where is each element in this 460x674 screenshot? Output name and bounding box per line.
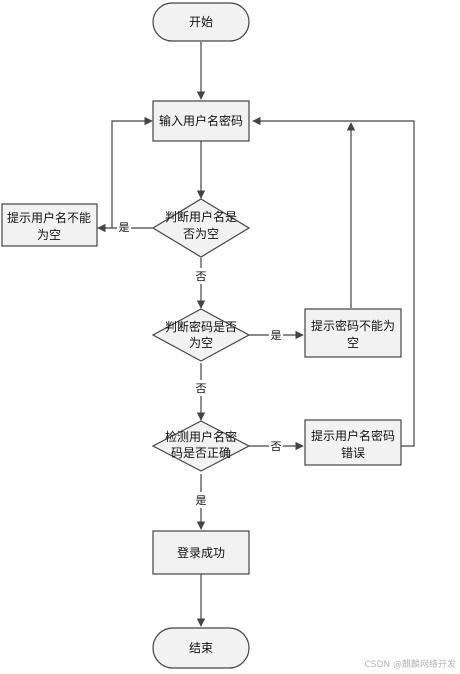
- prompt-wrong-label-2: 错误: [341, 446, 365, 460]
- verify-label-1: 检测用户名密: [165, 429, 237, 444]
- check-user-label-2: 否为空: [183, 227, 219, 241]
- end-label: 结束: [189, 641, 213, 655]
- check-user-decision: [151, 198, 251, 258]
- verify-label-2: 码是否正确: [171, 446, 231, 460]
- start-node: [152, 2, 250, 42]
- verify-decision: [151, 420, 251, 472]
- edge-prompt-user-back: [111, 116, 153, 228]
- check-pwd-label-2: 为空: [189, 336, 213, 350]
- prompt-wrong-label-1: 提示用户名密码: [311, 428, 395, 443]
- success-label: 登录成功: [177, 545, 225, 560]
- prompt-user-label-2: 为空: [37, 228, 61, 242]
- success-node: [152, 530, 250, 575]
- label-verify-yes: 是: [196, 494, 207, 507]
- prompt-pwd-label-2: 空: [347, 336, 359, 350]
- prompt-pwd-label-1: 提示密码不能为: [311, 318, 395, 333]
- check-pwd-decision: [151, 308, 251, 362]
- label-user-no: 否: [196, 270, 207, 283]
- input-label: 输入用户名密码: [159, 113, 243, 128]
- prompt-user-node: [1, 203, 98, 247]
- edge-prompt-wrong-back: [252, 116, 415, 447]
- prompt-pwd-node: [304, 308, 402, 358]
- watermark: CSDN @麒麟网络开发: [364, 658, 456, 670]
- label-verify-no: 否: [271, 440, 282, 453]
- start-label: 开始: [189, 15, 213, 29]
- label-user-yes: 是: [119, 221, 130, 234]
- check-pwd-label-1: 判断密码是否: [165, 319, 237, 334]
- label-pwd-yes: 是: [271, 329, 282, 342]
- prompt-wrong-node: [304, 419, 402, 466]
- check-user-label-1: 判断用户名是: [165, 209, 237, 224]
- prompt-user-label-1: 提示用户名不能: [7, 210, 91, 225]
- input-node: [152, 100, 250, 142]
- end-node: [152, 627, 250, 669]
- label-pwd-no: 否: [196, 382, 207, 395]
